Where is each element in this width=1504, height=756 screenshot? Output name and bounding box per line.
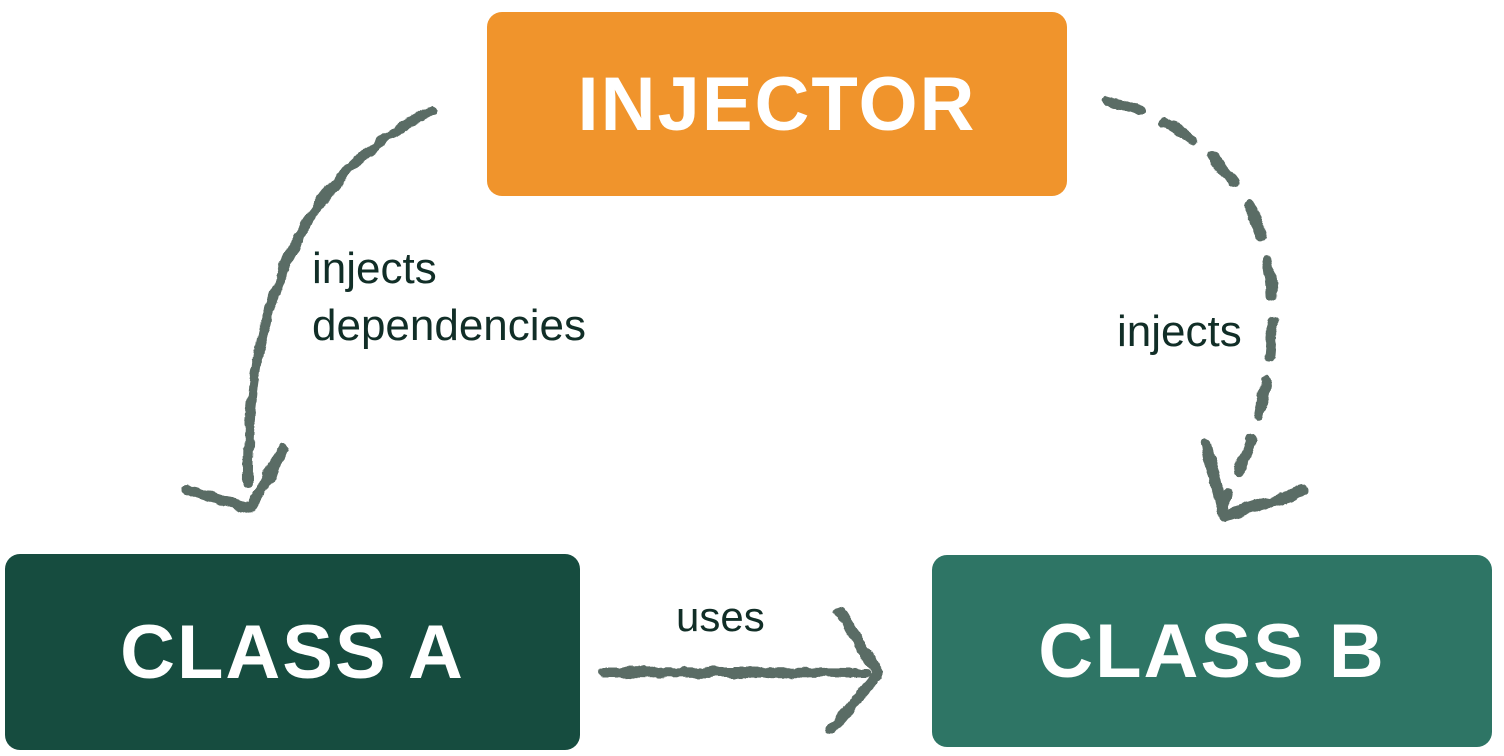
node-class-b-label: CLASS B — [1038, 608, 1386, 694]
node-injector-label: INJECTOR — [577, 61, 977, 147]
uses-arrowhead — [825, 606, 885, 736]
node-class-a-label: CLASS A — [120, 609, 465, 695]
edge-label-injects-dependencies: injects dependencies — [312, 240, 586, 354]
node-class-a: CLASS A — [5, 554, 580, 750]
edge-label-injects-dependencies-line2: dependencies — [312, 301, 587, 350]
edge-label-injects: injects — [1117, 307, 1242, 356]
node-injector: INJECTOR — [487, 12, 1067, 196]
uses-arrow-shaft — [598, 667, 871, 678]
injects-arrowhead — [1200, 438, 1309, 522]
injects-dependencies-arrowhead — [181, 442, 290, 515]
node-class-b: CLASS B — [932, 555, 1492, 747]
edge-label-uses: uses — [676, 593, 765, 640]
edge-label-injects-dependencies-line1: injects — [312, 244, 437, 293]
